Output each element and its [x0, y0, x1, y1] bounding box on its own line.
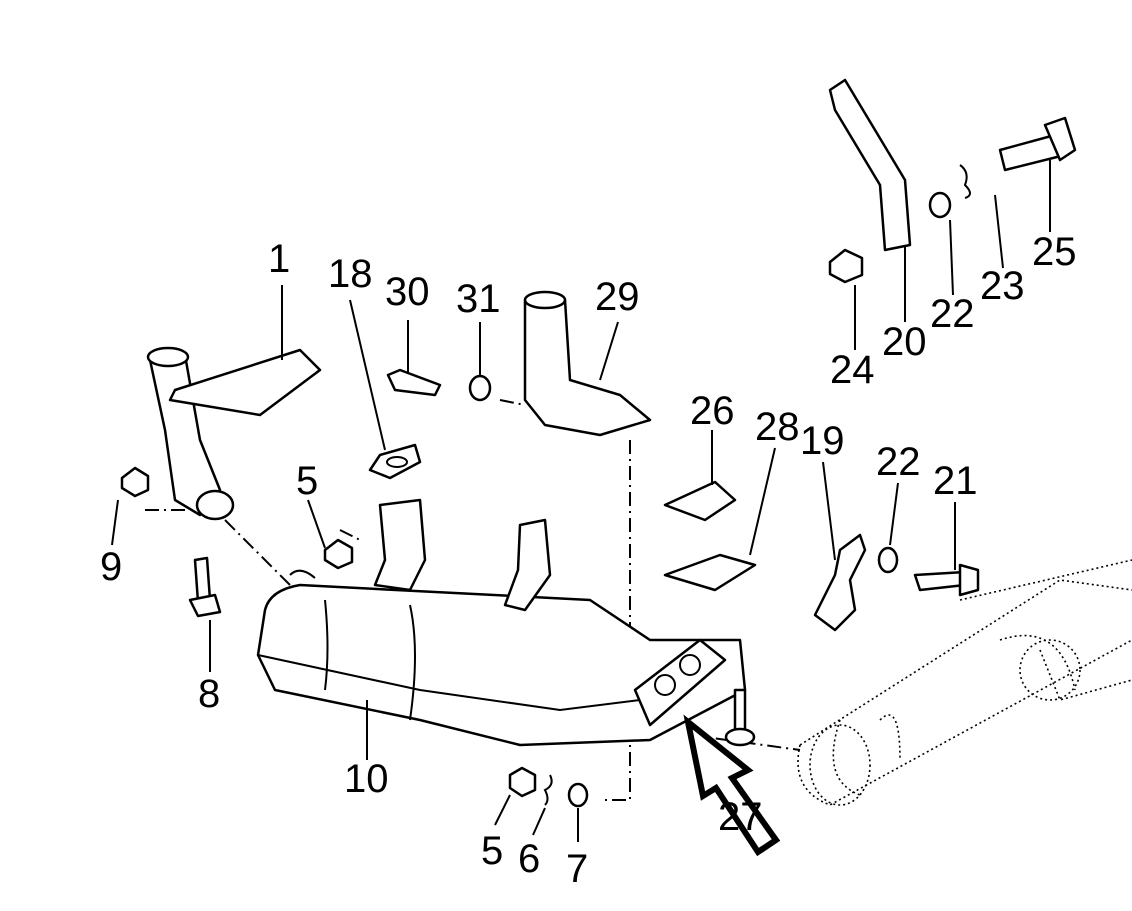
part-26-28-clamps — [663, 480, 757, 592]
callout-7: 7 — [566, 847, 588, 891]
part-1-heater-pipe — [146, 346, 322, 521]
callout-25: 25 — [1032, 230, 1077, 274]
part-10-muffler — [256, 569, 747, 747]
callout-27: 27 — [718, 795, 763, 839]
callout-10: 10 — [344, 757, 389, 801]
callout-23: 23 — [980, 264, 1025, 308]
muffler-inlet-pipes — [373, 498, 552, 612]
callout-31: 31 — [456, 277, 501, 321]
callout-29: 29 — [595, 275, 640, 319]
callout-30: 30 — [385, 270, 430, 314]
callout-9: 9 — [100, 545, 122, 589]
callout-5-upper: 5 — [296, 459, 318, 503]
callout-18: 18 — [328, 252, 373, 296]
callout-5-lower: 5 — [481, 829, 503, 873]
part-29-pipe — [523, 290, 652, 437]
part-20-bracket — [828, 78, 912, 252]
part-19-bracket — [813, 533, 867, 632]
callout-19: 19 — [800, 419, 845, 463]
fasteners — [120, 116, 1077, 808]
callout-26: 26 — [690, 389, 735, 433]
callout-22-lower: 22 — [876, 440, 921, 484]
callout-21: 21 — [933, 459, 978, 503]
callout-1: 1 — [268, 237, 290, 281]
part-18-gasket — [368, 443, 422, 480]
callout-6: 6 — [518, 837, 540, 881]
callout-22-upper: 22 — [930, 292, 975, 336]
leader-lines — [111, 160, 1051, 842]
part-27-gasket — [633, 638, 727, 727]
callout-24: 24 — [830, 348, 875, 392]
engine-outline-dotted — [797, 559, 1132, 806]
callout-20: 20 — [882, 320, 927, 364]
direction-arrow — [683, 714, 781, 857]
callout-8: 8 — [198, 672, 220, 716]
callout-28: 28 — [755, 405, 800, 449]
